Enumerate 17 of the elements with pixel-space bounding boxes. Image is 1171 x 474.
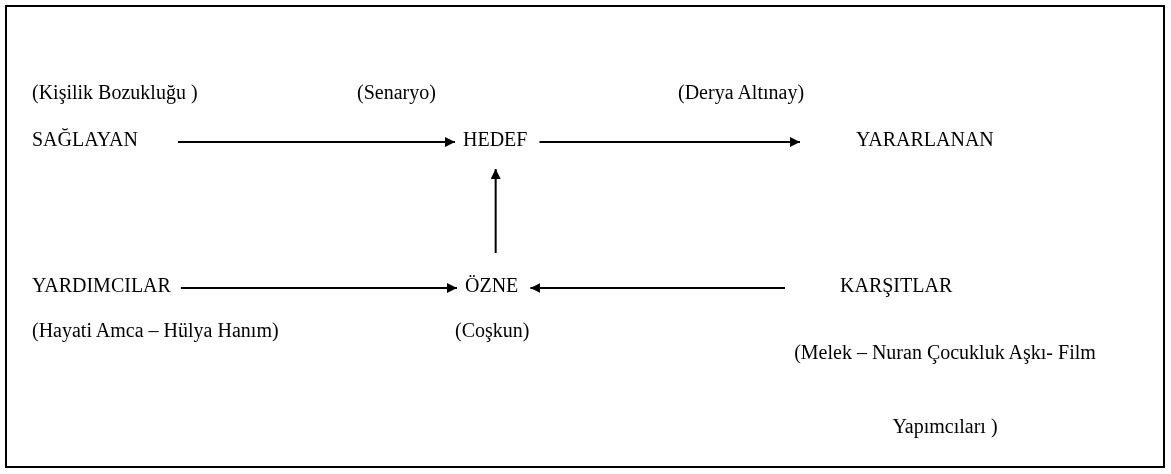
role-label: YARDIMCILAR	[32, 273, 171, 297]
character-note: (Derya Altınay)	[678, 80, 805, 104]
arrow	[529, 283, 786, 293]
role-label: KARŞITLAR	[840, 273, 953, 297]
arrow	[538, 137, 801, 147]
role-label: HEDEF	[463, 127, 528, 151]
role-label: SAĞLAYAN	[32, 127, 138, 151]
character-note: (Kişilik Bozukluğu )	[32, 80, 198, 104]
character-note: (Coşkun)	[455, 318, 530, 342]
arrow	[176, 137, 456, 147]
character-note: (Senaryo)	[357, 80, 436, 104]
character-note: (Melek – Nuran Çocukluk Aşkı- Film Yapımcıları )	[793, 340, 1097, 440]
role-label: YARARLANAN	[856, 127, 994, 151]
character-note: (Hayati Amca – Hülya Hanım)	[32, 318, 279, 342]
arrow	[490, 168, 501, 254]
arrow	[179, 283, 458, 293]
role-label: ÖZNE	[465, 273, 519, 297]
